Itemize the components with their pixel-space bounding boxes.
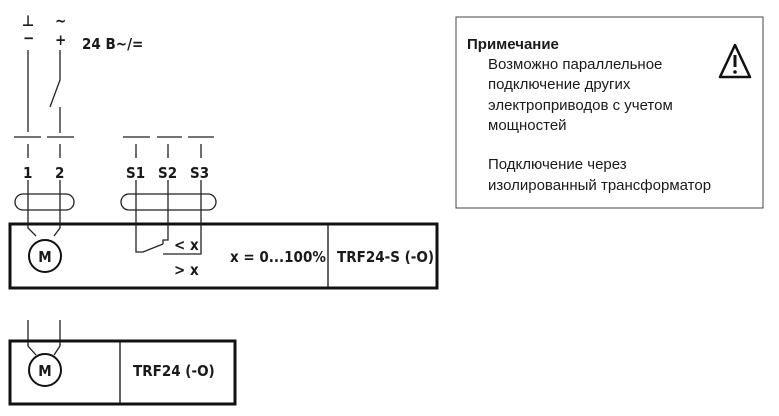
terminal-1: 1 [23,164,32,182]
motor-icon [28,239,62,273]
note-line: электроприводов с учетом [488,97,673,114]
note-line: Возможно параллельное [488,56,662,73]
ac-symbol: ~ [55,12,66,30]
note-line: подключение других [488,76,631,93]
note-line: изолированный трансформатор [488,177,711,194]
motor-label: M [38,248,51,266]
note-line: Подключение через [488,156,627,173]
note-line: мощностей [488,117,567,134]
note-box [455,16,764,209]
terminal-s1: S1 [126,164,145,182]
terminal-2: 2 [55,164,64,182]
greater-label: > x [174,261,199,279]
motor-icon-2 [28,353,62,387]
internal-wiring [27,180,202,255]
minus-symbol: − [23,29,34,47]
voltage-label: 24 B~/= [82,35,143,53]
motor-label-2: M [38,362,51,380]
actuator-box-basic [8,339,237,406]
model-basic: TRF24 (-O) [133,362,215,380]
warning-icon [718,43,752,79]
less-label: < x [174,236,199,254]
note-title: Примечание [467,36,559,53]
plus-symbol: + [55,31,66,49]
cable-motor [14,193,75,211]
range-label: x = 0...100% [230,248,326,266]
actuator-box-s [8,222,439,290]
terminal-s2: S2 [158,164,177,182]
ground-symbol: ⊥ [22,12,34,30]
supply-wires [14,50,214,158]
terminal-s3: S3 [190,164,209,182]
model-with-switch: TRF24-S (-O) [337,248,434,266]
